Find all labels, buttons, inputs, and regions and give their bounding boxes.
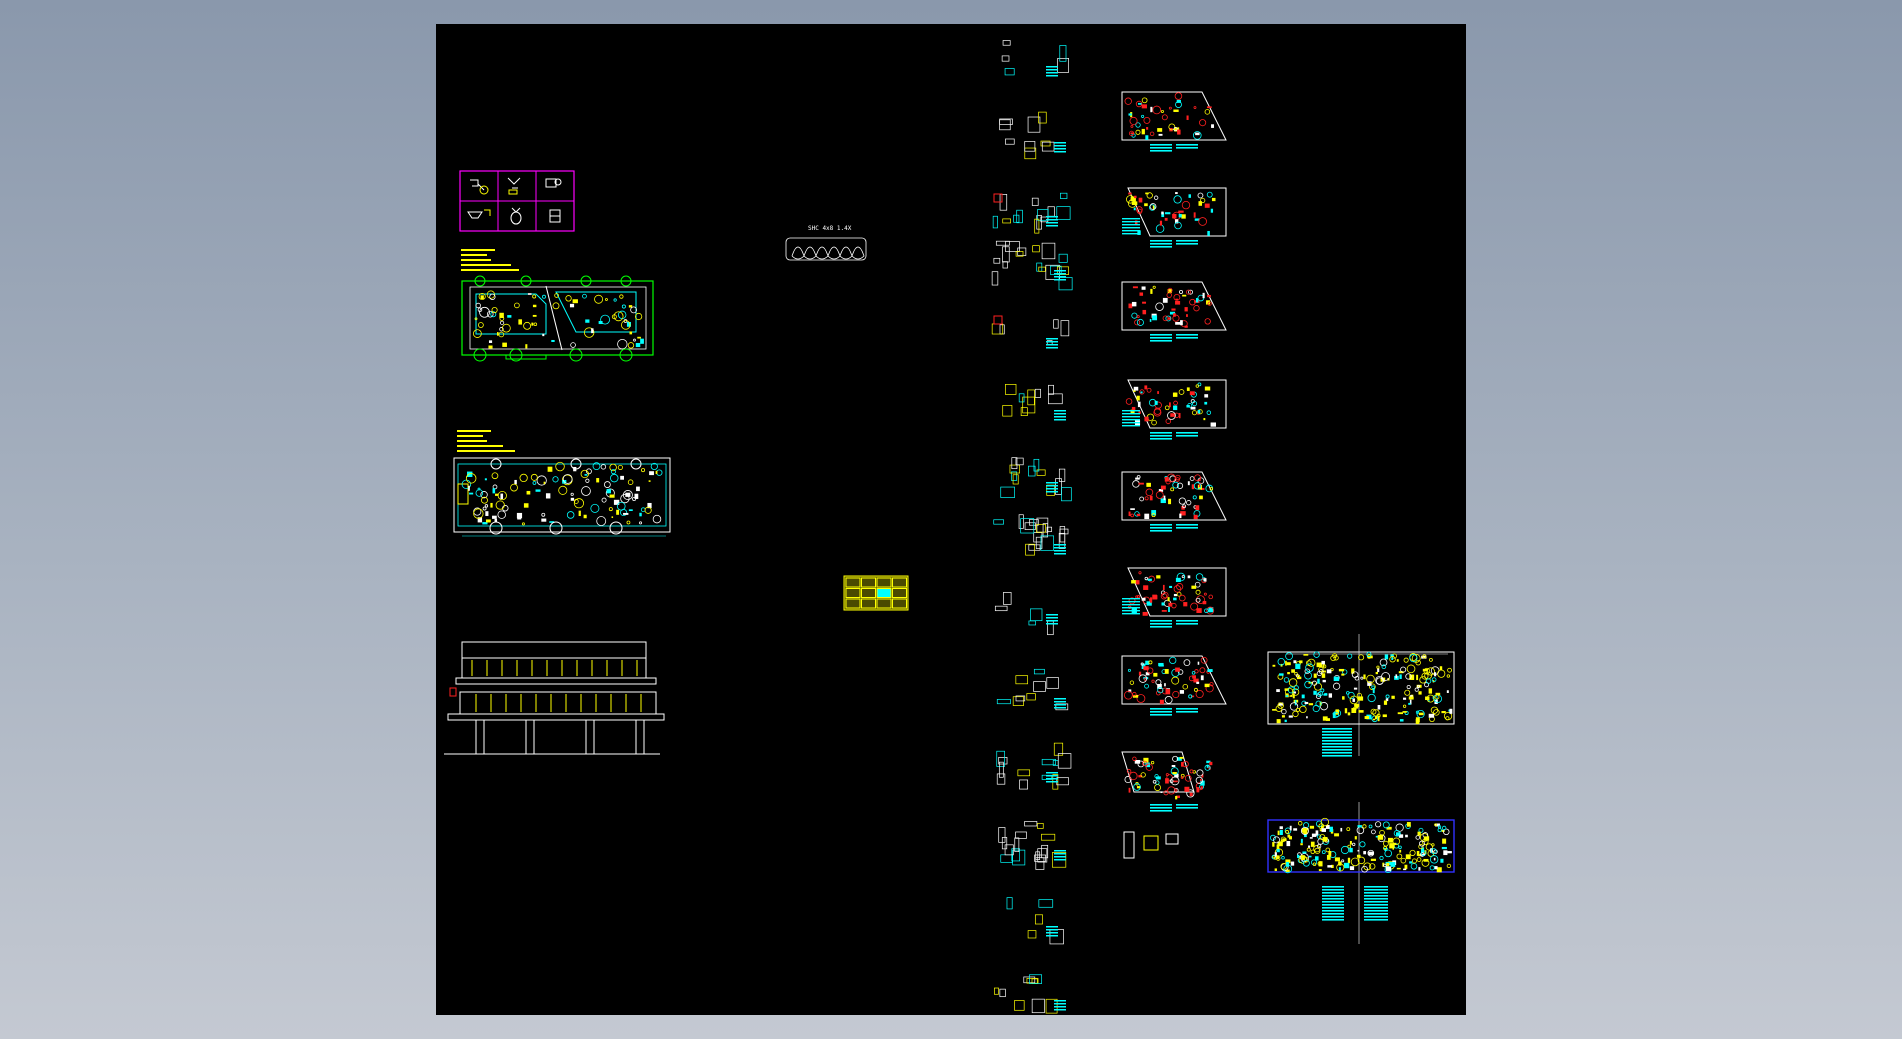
notes-block-middle — [457, 430, 515, 452]
title-block-table — [843, 575, 909, 611]
strip-layout-label: SHC 4x8 1.4X — [808, 225, 852, 232]
plate-views-column — [1121, 91, 1227, 859]
large-plate-lower — [1267, 802, 1455, 944]
cad-model-viewport[interactable]: SHC 4x8 1.4X — [436, 24, 1466, 1015]
large-plate-upper — [1267, 634, 1455, 757]
cad-drawing-canvas[interactable]: SHC 4x8 1.4X — [436, 24, 1466, 1015]
symbol-legend-table — [459, 170, 575, 232]
part-detail-column — [991, 40, 1073, 1014]
notes-block-top — [461, 249, 519, 271]
die-plan-top-view — [461, 275, 654, 362]
die-plan-lower-view — [453, 457, 671, 537]
strip-layout: SHC 4x8 1.4X — [785, 225, 867, 261]
die-side-elevation — [444, 641, 665, 755]
